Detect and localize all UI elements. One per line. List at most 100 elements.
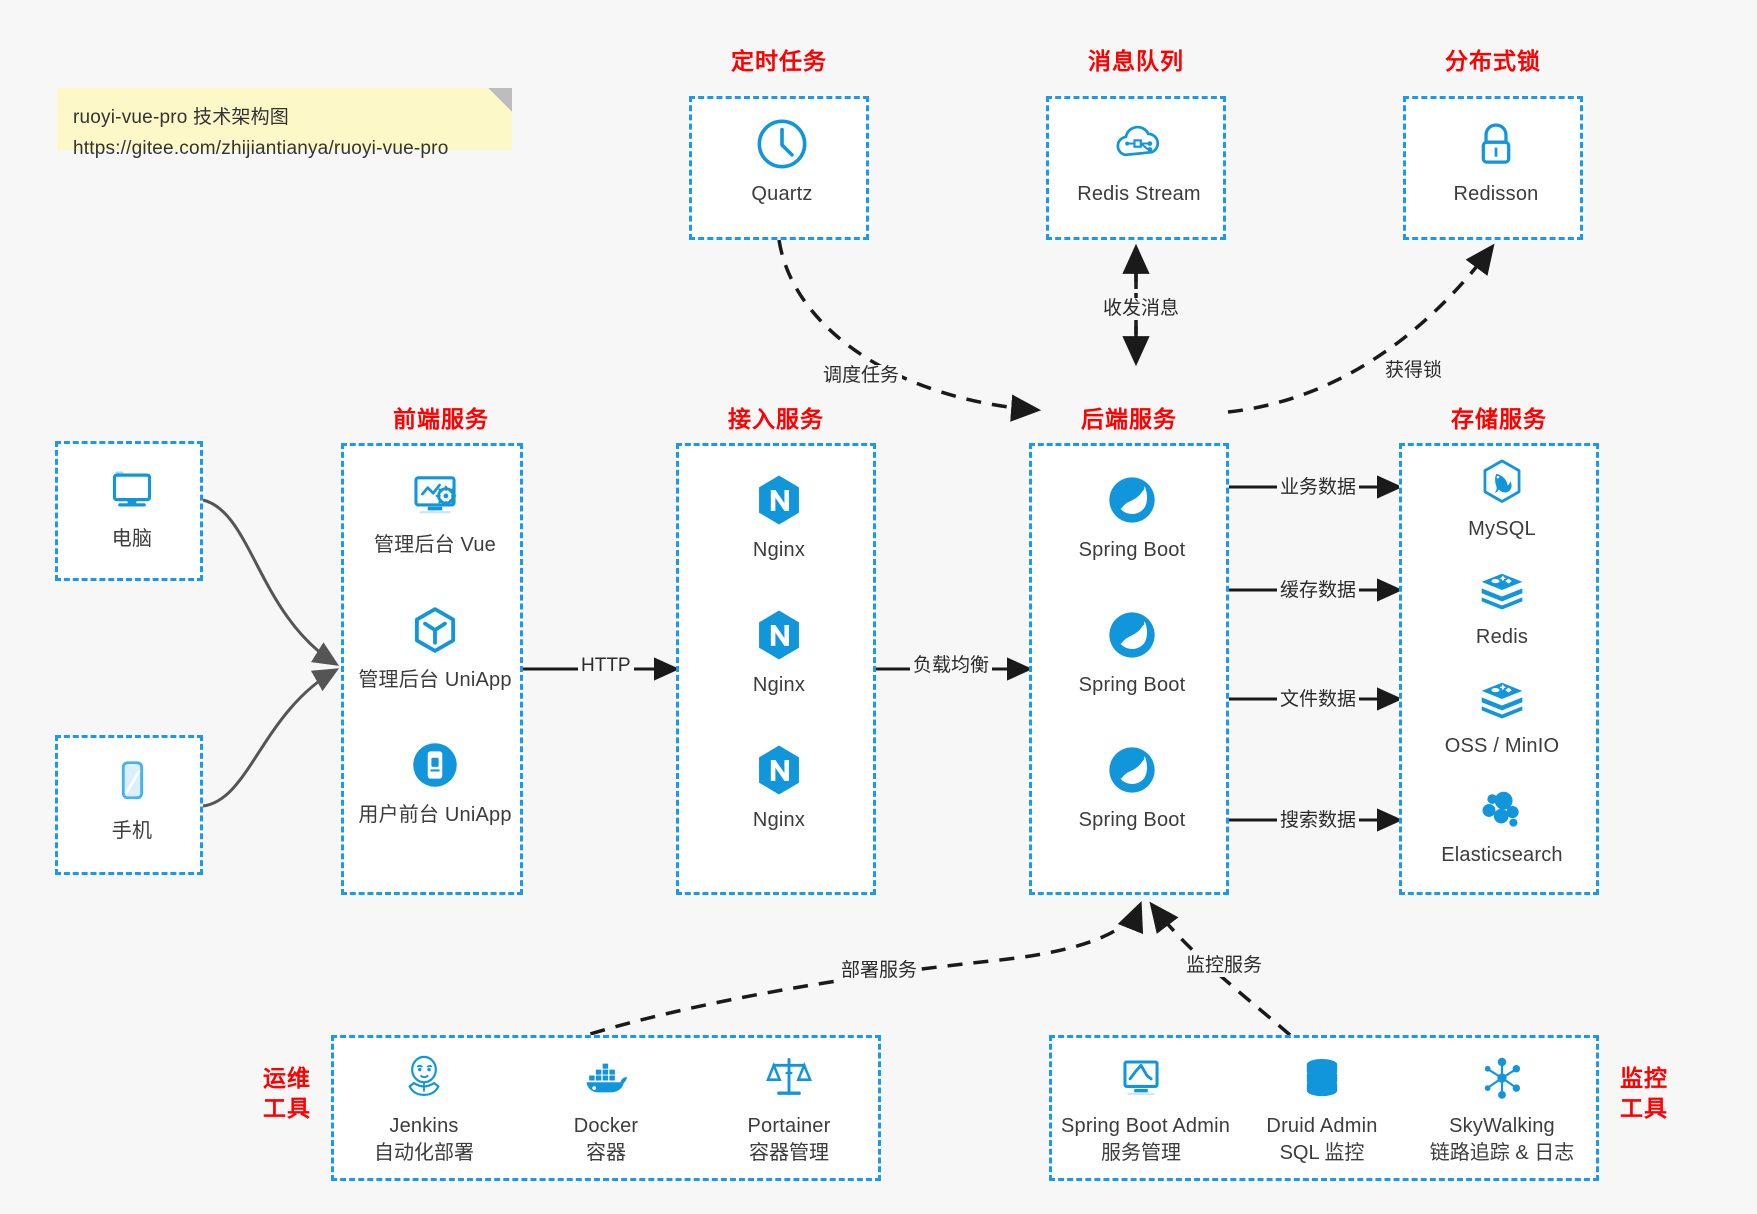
node-label: Redis Stream: [1077, 183, 1201, 205]
spring-boot-icon: [1109, 477, 1155, 523]
group-monitor: Spring Boot Admin 服务管理 Druid Admin SQL 监…: [1049, 1035, 1599, 1181]
node-mysql[interactable]: MySQL: [1422, 456, 1582, 543]
node-docker[interactable]: Docker 容器: [526, 1051, 686, 1167]
group-title-backend: 后端服务: [1081, 406, 1177, 432]
clock-icon: [757, 119, 807, 169]
node-redis-stream[interactable]: Redis Stream: [1059, 115, 1219, 208]
nginx-icon: [759, 610, 799, 660]
node-label: 手机: [111, 820, 153, 842]
edge-label-message: 收发消息: [1100, 298, 1183, 320]
node-label: Spring Boot Admin: [1061, 1115, 1231, 1137]
group-title-mq: 消息队列: [1088, 48, 1184, 74]
node-label: Spring Boot: [1078, 539, 1186, 561]
elasticsearch-icon: [1482, 791, 1519, 827]
node-sublabel: 服务管理: [1101, 1142, 1181, 1164]
node-label: 电脑: [111, 528, 153, 550]
chart-monitor-icon: [1123, 1060, 1159, 1096]
node-label: Docker: [573, 1115, 639, 1137]
node-spring-boot-2[interactable]: Spring Boot: [1052, 606, 1212, 699]
group-title-devops: 运维 工具: [255, 1063, 319, 1123]
group-title-devops-line1: 运维: [263, 1065, 311, 1091]
node-pc[interactable]: 电脑: [52, 462, 212, 553]
node-label: MySQL: [1468, 518, 1536, 540]
node-sublabel: 链路追踪 & 日志: [1429, 1142, 1575, 1164]
group-title-monitor: 监控 工具: [1612, 1063, 1676, 1123]
spring-boot-icon: [1109, 747, 1155, 793]
node-redisson[interactable]: Redisson: [1416, 115, 1576, 208]
cloud-network-icon: [1116, 125, 1160, 157]
node-label: Spring Boot: [1078, 674, 1186, 696]
node-nginx-2[interactable]: Nginx: [699, 606, 859, 699]
node-label: 用户前台 UniApp: [358, 804, 512, 826]
node-label: Redis: [1475, 626, 1529, 648]
mysql-icon: [1483, 459, 1521, 503]
node-elasticsearch[interactable]: Elasticsearch: [1422, 782, 1582, 869]
group-title-gateway: 接入服务: [728, 406, 824, 432]
node-label: Druid Admin: [1266, 1115, 1378, 1137]
node-nginx-3[interactable]: Nginx: [699, 741, 859, 834]
docker-icon: [586, 1063, 628, 1093]
monitor-icon: [112, 471, 152, 507]
jenkins-icon: [408, 1055, 440, 1096]
group-mq: Redis Stream: [1046, 96, 1226, 240]
phone-icon: [121, 761, 144, 800]
scales-icon: [766, 1058, 812, 1095]
node-jenkins[interactable]: Jenkins 自动化部署: [344, 1051, 504, 1167]
edge-label-file-data: 文件数据: [1277, 689, 1360, 711]
group-frontend: 管理后台 Vue 管理后台 UniApp 用户前台 UniApp: [341, 443, 523, 895]
node-redis[interactable]: Redis: [1422, 564, 1582, 651]
group-title-frontend: 前端服务: [393, 406, 489, 432]
note-fold-corner: [488, 88, 512, 112]
node-spring-boot-1[interactable]: Spring Boot: [1052, 471, 1212, 564]
edge-label-cache-data: 缓存数据: [1277, 580, 1360, 602]
info-note: ruoyi-vue-pro 技术架构图 https://gitee.com/zh…: [57, 88, 512, 159]
edge-label-search-data: 搜索数据: [1277, 810, 1360, 832]
note-line-2: https://gitee.com/zhijiantianya/ruoyi-vu…: [73, 138, 449, 159]
dashboard-gear-icon: [414, 476, 457, 514]
node-label: Quartz: [751, 183, 813, 205]
group-storage: MySQL Redis OSS / MinIO: [1399, 443, 1599, 895]
node-user-uniapp[interactable]: 用户前台 UniApp: [355, 736, 515, 829]
edge-label-biz-data: 业务数据: [1277, 477, 1360, 499]
node-label: Nginx: [752, 674, 806, 696]
node-admin-uniapp[interactable]: 管理后台 UniApp: [355, 601, 515, 694]
node-spring-boot-admin[interactable]: Spring Boot Admin 服务管理: [1061, 1051, 1231, 1167]
skywalking-icon: [1484, 1057, 1521, 1099]
spring-boot-icon: [1109, 612, 1155, 658]
group-title-monitor-line2: 工具: [1620, 1095, 1668, 1121]
node-label: Elasticsearch: [1441, 844, 1563, 866]
nginx-icon: [759, 745, 799, 795]
node-label: Nginx: [752, 539, 806, 561]
node-spring-boot-3[interactable]: Spring Boot: [1052, 741, 1212, 834]
node-portainer[interactable]: Portainer 容器管理: [709, 1051, 869, 1167]
node-admin-vue[interactable]: 管理后台 Vue: [355, 466, 515, 559]
hexagon-uniapp-icon: [414, 607, 456, 653]
mobile-app-icon: [413, 743, 457, 787]
edge-label-http: HTTP: [578, 655, 634, 677]
group-gateway: Nginx Nginx Nginx: [676, 443, 876, 895]
node-skywalking[interactable]: SkyWalking 链路追踪 & 日志: [1422, 1051, 1582, 1167]
group-title-lock: 分布式锁: [1445, 48, 1541, 74]
node-label: Jenkins: [389, 1115, 459, 1137]
note-line-1: ruoyi-vue-pro 技术架构图: [73, 107, 290, 128]
nginx-icon: [759, 475, 799, 525]
edge-label-monitor: 监控服务: [1183, 955, 1266, 977]
node-sublabel: 容器: [586, 1142, 626, 1164]
node-sublabel: 自动化部署: [374, 1142, 474, 1164]
node-label: Portainer: [747, 1115, 831, 1137]
node-label: Nginx: [752, 809, 806, 831]
group-client-phone: 手机: [55, 735, 203, 875]
node-phone[interactable]: 手机: [52, 754, 212, 845]
node-quartz[interactable]: Quartz: [702, 115, 862, 208]
group-lock: Redisson: [1403, 96, 1583, 240]
node-label: 管理后台 Vue: [373, 534, 496, 556]
node-oss-minio[interactable]: OSS / MinIO: [1422, 673, 1582, 760]
node-label: SkyWalking: [1449, 1115, 1555, 1137]
node-label: 管理后台 UniApp: [358, 669, 512, 691]
node-label: Redisson: [1453, 183, 1539, 205]
edge-label-deploy: 部署服务: [838, 960, 921, 982]
node-nginx-1[interactable]: Nginx: [699, 471, 859, 564]
lock-icon: [1481, 123, 1511, 164]
node-druid-admin[interactable]: Druid Admin SQL 监控: [1242, 1051, 1402, 1167]
database-icon: [1306, 1059, 1338, 1097]
